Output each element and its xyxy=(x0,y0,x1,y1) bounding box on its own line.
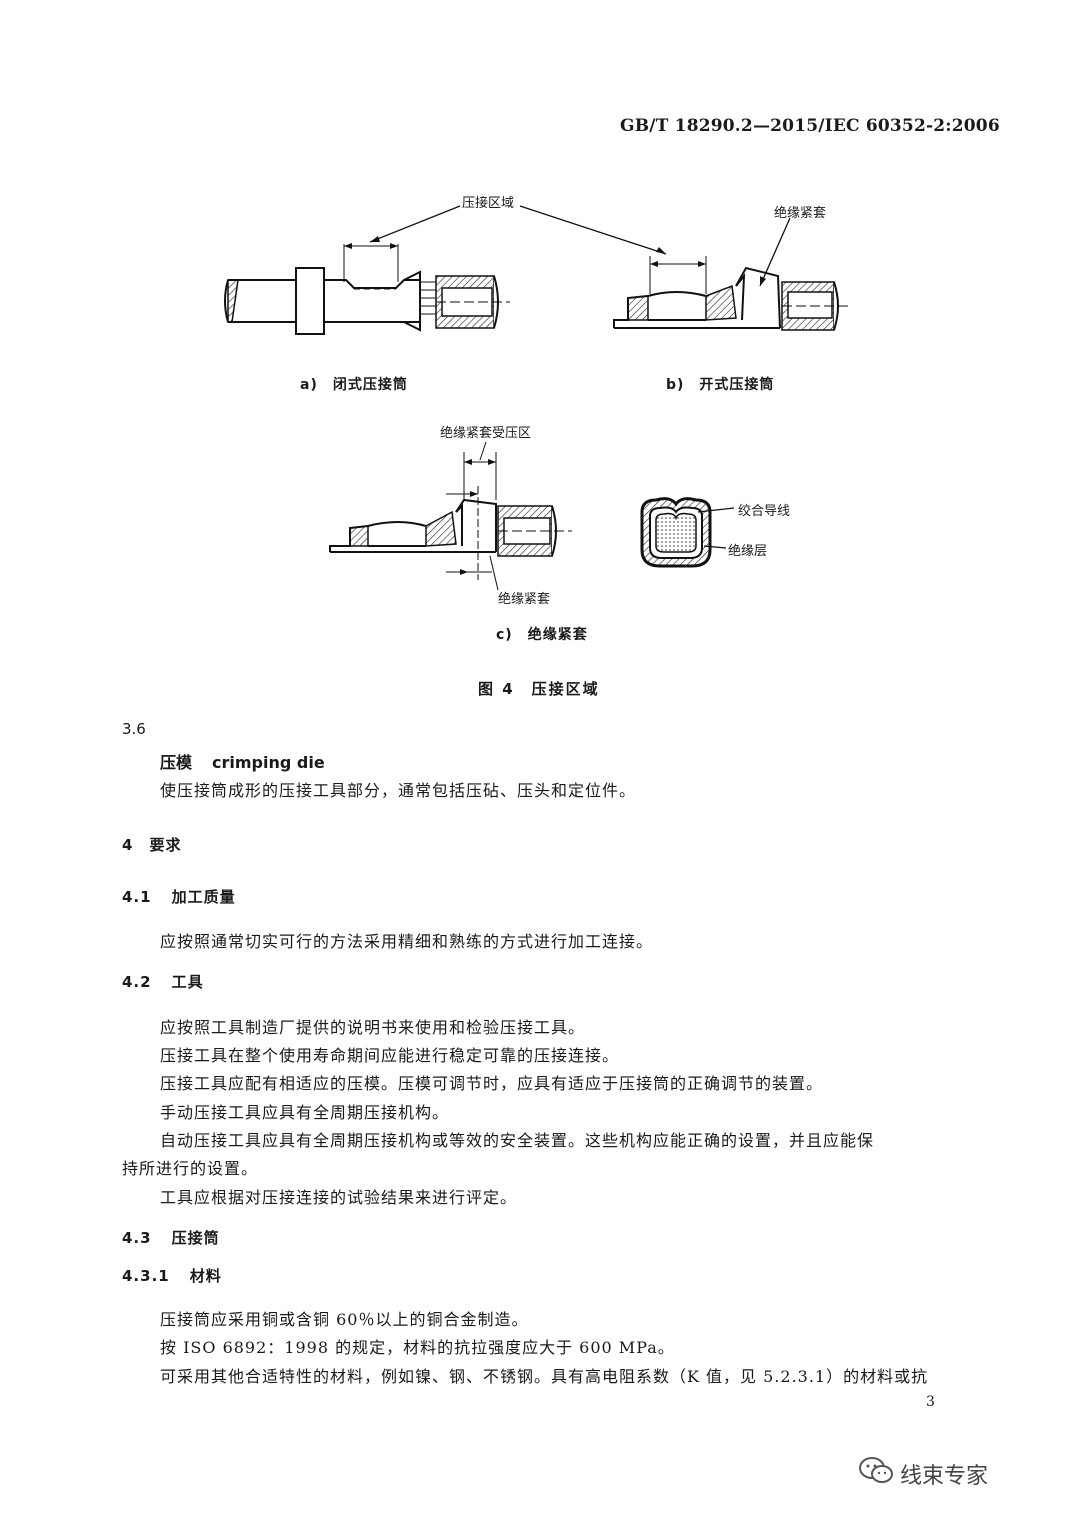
label-stranded-wire: 绞合导线 xyxy=(738,504,791,519)
section-4-3-1-heading: 4.3.1 材料 xyxy=(122,1265,222,1286)
label-insulation-grip-zone: 绝缘紧套受压区 xyxy=(440,426,532,441)
section-4-3-1-number: 4.3.1 xyxy=(122,1267,170,1285)
barrel-left-end-hatch xyxy=(227,279,239,323)
figure-a-closed-barrel xyxy=(224,243,510,335)
section-4-3-number: 4.3 xyxy=(122,1229,152,1247)
clause-number-3-6: 3.6 xyxy=(122,720,146,738)
base-hatch-c xyxy=(349,525,369,547)
section-4-heading: 4 要求 xyxy=(122,834,181,855)
term-zh: 压模 xyxy=(160,753,193,772)
paragraph: 应按照工具制造厂提供的说明书来使用和检验压接工具。 xyxy=(160,1018,586,1037)
section-4-title: 要求 xyxy=(149,836,182,854)
figure-b-open-barrel xyxy=(613,217,852,331)
caption-a: a) 闭式压接筒 xyxy=(300,377,408,393)
paragraph: 压接筒应采用铜或含铜 60％以上的铜合金制造。 xyxy=(160,1310,529,1329)
paragraph: 应按照通常切实可行的方法采用精细和熟练的方式进行加工连接。 xyxy=(160,932,654,951)
cone-hatch-b xyxy=(705,284,737,321)
paragraph: 手动压接工具应具有全周期压接机构。 xyxy=(160,1103,450,1122)
label-insulation-grip-c: 绝缘紧套 xyxy=(498,592,551,607)
section-4-number: 4 xyxy=(122,836,134,854)
term-en: crimping die xyxy=(212,753,325,772)
label-crimp-zone: 压接区域 xyxy=(462,196,515,211)
term-definition: 使压接筒成形的压接工具部分，通常包括压砧、压头和定位件。 xyxy=(160,781,637,800)
base-hatch-b xyxy=(627,295,649,321)
caption-c: c) 绝缘紧套 xyxy=(496,627,588,643)
figure-4-drawings xyxy=(224,205,852,591)
watermark-text: 线束专家 xyxy=(900,1464,989,1489)
cone-hatch-c xyxy=(425,510,457,547)
section-4-3-heading: 4.3 压接筒 xyxy=(122,1227,220,1248)
document-standard-id: GB/T 18290.2—2015/IEC 60352-2:2006 xyxy=(620,116,1000,136)
paragraph: 压接工具应配有相适应的压模。压模可调节时，应具有适应于压接筒的正确调节的装置。 xyxy=(160,1074,824,1093)
barrel-collar xyxy=(295,267,325,335)
paragraph: 按 ISO 6892：1998 的规定，材料的抗拉强度应大于 600 MPa。 xyxy=(160,1338,675,1357)
section-4-1-number: 4.1 xyxy=(122,888,152,906)
section-4-2-number: 4.2 xyxy=(122,973,152,991)
section-4-3-title: 压接筒 xyxy=(171,1229,220,1247)
section-4-2-heading: 4.2 工具 xyxy=(122,971,204,992)
paragraph: 工具应根据对压接连接的试验结果来进行评定。 xyxy=(160,1188,518,1207)
label-insulation-layer: 绝缘层 xyxy=(728,544,768,559)
section-4-3-1-title: 材料 xyxy=(189,1267,222,1285)
section-4-1-heading: 4.1 加工质量 xyxy=(122,886,236,907)
term-row: 压模 crimping die xyxy=(160,749,325,773)
figure-title: 图 4 压接区域 xyxy=(478,680,600,698)
paragraph: 压接工具在整个使用寿命期间应能进行稳定可靠的压接连接。 xyxy=(160,1046,620,1065)
figure-c-insulation-grip xyxy=(329,441,572,591)
section-4-2-title: 工具 xyxy=(171,973,204,991)
caption-b: b) 开式压接筒 xyxy=(666,377,775,393)
page-number: 3 xyxy=(926,1394,935,1410)
paragraph: 自动压接工具应具有全周期压接机构或等效的安全装置。这些机构应能正确的设置，并且应… xyxy=(160,1131,875,1150)
section-4-1-title: 加工质量 xyxy=(171,888,236,906)
paragraph-continuation: 持所进行的设置。 xyxy=(122,1159,259,1178)
wechat-icon xyxy=(858,1456,894,1490)
paragraph: 可采用其他合适特性的材料，例如镍、钢、不锈钢。具有高电阻系数（K 值，见 5.2… xyxy=(160,1367,929,1386)
label-insulation-grip-b: 绝缘紧套 xyxy=(774,206,827,221)
figure-c-cross-section xyxy=(640,497,735,568)
